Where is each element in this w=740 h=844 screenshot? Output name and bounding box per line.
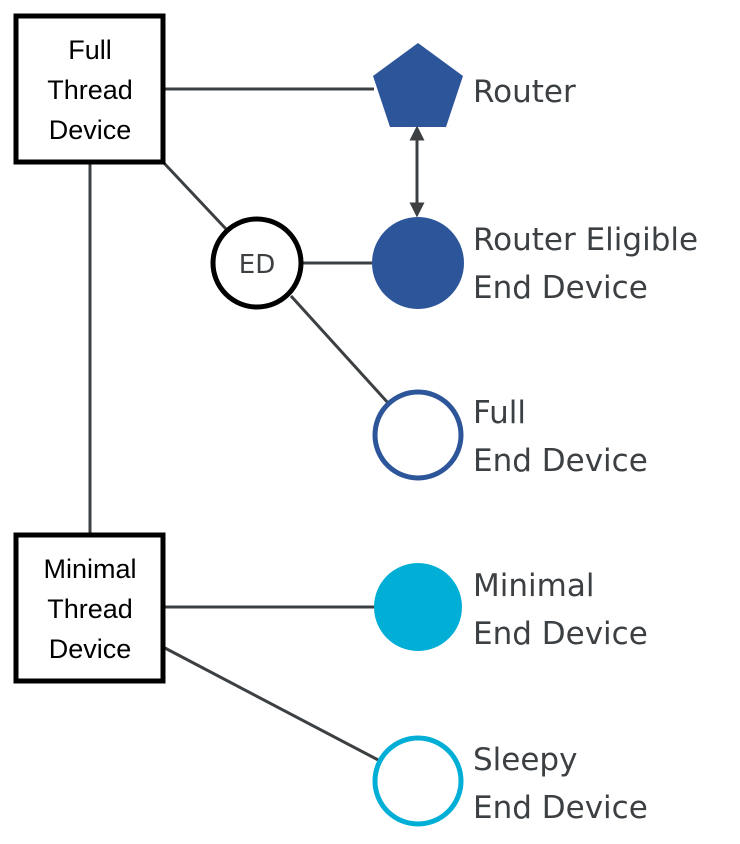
router-label: Router [473,74,576,110]
minimal-end-device-label-line-1: Minimal [473,568,594,604]
filled-circle-icon [374,563,462,651]
minimal-end-device-node: Minimal End Device [374,563,648,652]
connector-ftd-ed [161,160,228,231]
minimal-thread-device-label-line-3: Device [49,634,132,664]
full-end-device-node: Full End Device [372,389,648,481]
minimal-end-device-label-line-2: End Device [473,616,648,652]
sleepy-end-device-label-line-1: Sleepy [473,742,577,778]
router-eligible-end-device-node: Router Eligible End Device [372,217,698,309]
full-thread-device-label-line-2: Thread [47,75,133,105]
router-eligible-end-device-label-line-1: Router Eligible [473,222,698,258]
router-node: Router [373,43,576,127]
ed-node: ED [210,216,304,310]
sleepy-end-device-node: Sleepy End Device [372,735,648,827]
filled-circle-icon [372,217,464,309]
full-end-device-label-line-2: End Device [473,443,648,479]
full-thread-device-box: Full Thread Device [13,13,166,165]
outline-circle-icon [372,389,464,481]
full-end-device-label-line-1: Full [473,395,526,431]
minimal-thread-device-label-line-2: Thread [47,594,133,624]
pentagon-icon [373,43,463,127]
connector-mtd-sed [162,645,383,764]
connector-ed-fed [289,294,391,406]
minimal-thread-device-box: Minimal Thread Device [13,532,166,684]
ed-label: ED [239,250,275,280]
full-thread-device-label-line-3: Device [49,115,132,145]
sleepy-end-device-label-line-2: End Device [473,790,648,826]
full-thread-device-label-line-1: Full [68,35,112,65]
outline-circle-icon [372,735,464,827]
minimal-thread-device-label-line-1: Minimal [43,554,136,584]
router-eligible-end-device-label-line-2: End Device [473,270,648,306]
